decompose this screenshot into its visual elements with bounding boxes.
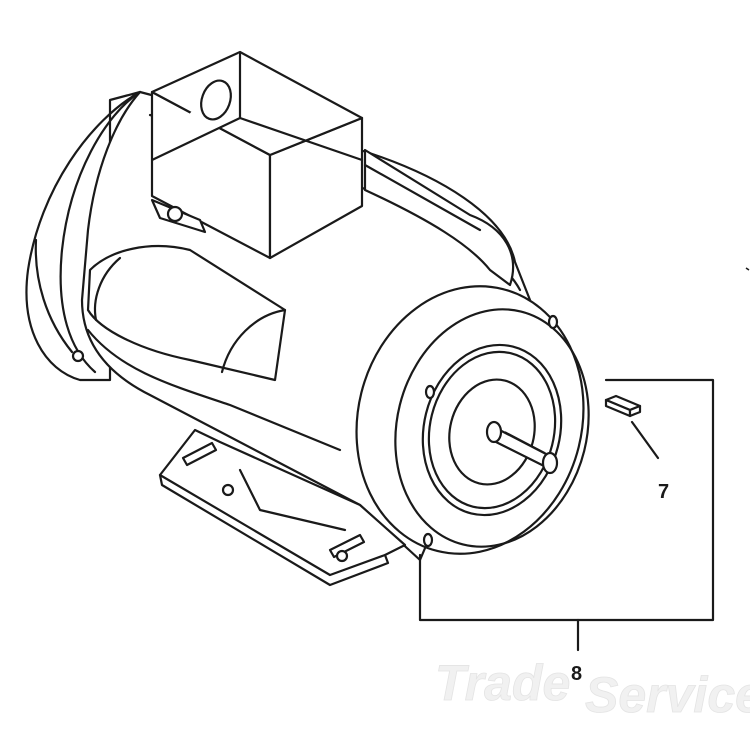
base-slot-icon bbox=[181, 441, 218, 467]
conduit-box bbox=[150, 50, 364, 260]
watermark-text-trade: Trade bbox=[435, 655, 570, 711]
base-hole-icon bbox=[335, 549, 349, 563]
conduit-knockout-icon bbox=[200, 79, 232, 121]
ground-screw-icon bbox=[166, 205, 184, 223]
callout-8: 8 bbox=[571, 663, 582, 685]
capacitor-cover bbox=[86, 244, 287, 382]
edge-mark bbox=[745, 267, 750, 271]
shaft-key bbox=[604, 394, 660, 460]
key-leader-line bbox=[630, 420, 660, 460]
mounting-base bbox=[158, 428, 407, 587]
callout-7: 7 bbox=[658, 481, 669, 503]
base-hole-icon bbox=[221, 483, 235, 497]
front-end-bell bbox=[355, 285, 590, 555]
watermark: Trade Service bbox=[435, 655, 750, 724]
side-plate bbox=[363, 148, 515, 287]
rear-end-bell bbox=[25, 90, 142, 382]
assembly-bracket bbox=[418, 378, 715, 652]
rear-bolt-icon bbox=[71, 349, 85, 363]
watermark-text-service: Service bbox=[585, 667, 750, 723]
face-bolt-hole-icon bbox=[424, 384, 436, 400]
face-bolt-hole-icon bbox=[547, 314, 559, 330]
motor-shaft bbox=[485, 420, 559, 475]
face-bolt-hole-icon bbox=[422, 532, 434, 548]
bracket-line bbox=[418, 378, 715, 622]
